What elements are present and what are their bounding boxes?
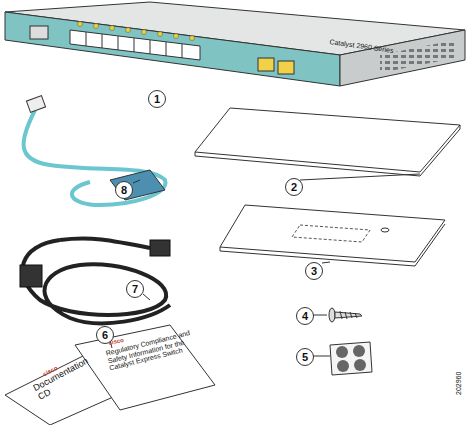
ethernet-ports: [30, 26, 294, 74]
figure-number: 202960: [455, 355, 463, 395]
rubber-feet: [330, 342, 372, 375]
callout-number: 7: [126, 280, 144, 298]
callout-number: 2: [285, 178, 303, 196]
rubber-pad: [195, 108, 460, 172]
callout-number: 5: [296, 348, 314, 366]
power-cord: [20, 238, 170, 323]
vent-grille: [380, 40, 455, 73]
callout-number: 1: [148, 90, 166, 108]
feet: [336, 345, 366, 372]
switch-front: [5, 12, 340, 86]
status-leds: [78, 22, 195, 41]
callout-number: 4: [296, 307, 314, 325]
callout-number: 8: [115, 181, 133, 199]
switch-side: [340, 30, 465, 86]
regulatory-booklet: [75, 325, 215, 410]
console-cable: [24, 96, 166, 205]
callout-number: 3: [305, 262, 323, 280]
screw: [329, 308, 362, 322]
